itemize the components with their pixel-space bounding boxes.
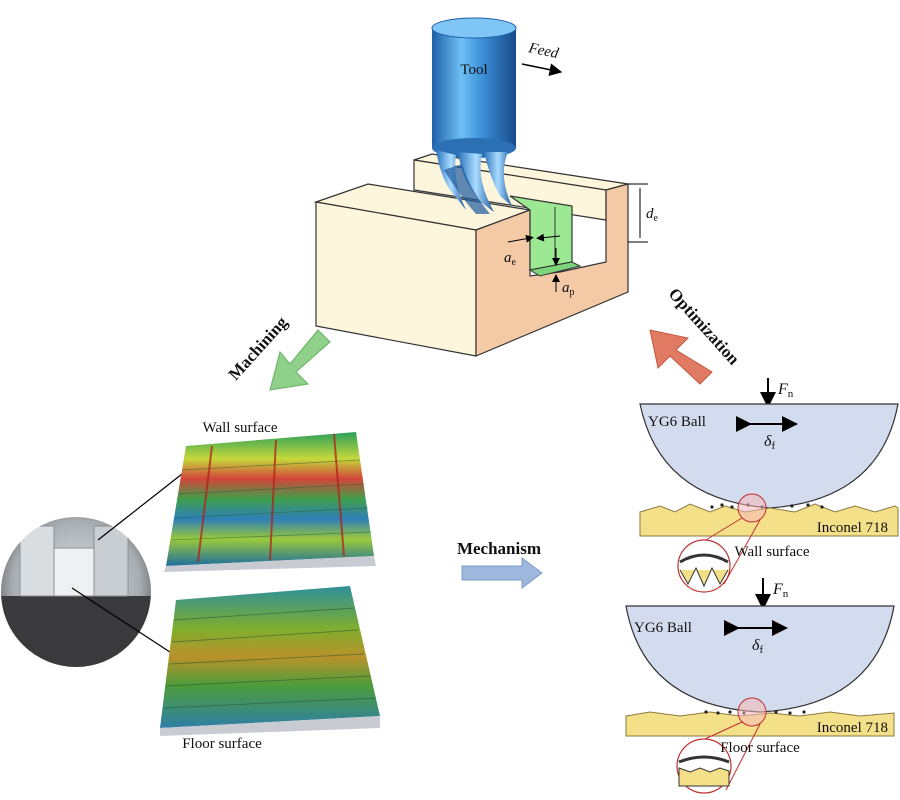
sample-rib-right	[93, 525, 129, 597]
svg-text:δf: δf	[752, 637, 763, 656]
floor-surface-label: Floor surface	[182, 736, 262, 752]
wall-surface-label-right: Wall surface	[735, 544, 810, 560]
end-mill-tool	[431, 17, 517, 214]
ae-arrow-right	[536, 233, 561, 242]
svg-text:Fn: Fn	[772, 581, 789, 600]
floor-surface-topography	[160, 586, 380, 736]
contact-zoom-source-top	[737, 493, 767, 523]
floor-surface-label-right: Floor surface	[720, 740, 800, 756]
optimization-arrow	[649, 329, 713, 385]
feed-arrow	[521, 63, 563, 76]
photo-border	[0, 515, 153, 669]
floor-leader-line	[71, 587, 177, 657]
optimization-flow: Optimization	[649, 284, 744, 385]
svg-text:ae: ae	[504, 250, 517, 268]
tool-flute-3	[484, 152, 512, 206]
mechanism-label: Mechanism	[457, 539, 541, 558]
tool-top	[431, 17, 517, 39]
ae-label: a	[504, 250, 512, 266]
width-ae-annotation: ae	[504, 233, 561, 268]
sliding-label-bottom: δ	[752, 637, 760, 654]
svg-text:Fn: Fn	[777, 381, 794, 400]
normal-force-subscript-top: n	[788, 388, 794, 400]
wall-leader-line	[97, 473, 183, 541]
feed-annotation: Feed	[521, 40, 563, 76]
tool-label: Tool	[460, 62, 487, 78]
normal-force-label-top: F	[777, 381, 788, 398]
ap-subscript: p	[570, 287, 575, 298]
mechanism-flow: Mechanism	[457, 539, 543, 589]
inconel-label-top: Inconel 718	[817, 520, 888, 536]
inconel-label-bottom: Inconel 718	[817, 720, 888, 736]
normal-force-subscript-bottom: n	[783, 588, 789, 600]
tribology-floor-panel: Fn YG6 Ball δf Inconel 718 Floor surface	[625, 578, 895, 794]
de-subscript: e	[654, 213, 659, 224]
tool-shank	[432, 28, 516, 148]
machining-arrow	[269, 329, 331, 391]
sliding-subscript-bottom: f	[759, 644, 763, 656]
tool-flute-2	[458, 152, 494, 212]
machining-flow: Machining	[225, 312, 331, 391]
ball-label-bottom: YG6 Ball	[634, 620, 692, 636]
ae-subscript: e	[512, 257, 517, 268]
ae-arrow-left	[507, 234, 534, 243]
wall-surface-label: Wall surface	[203, 420, 278, 436]
wall-surface-topography	[164, 432, 376, 572]
inconel-718-substrate-top	[639, 503, 899, 537]
depth-de-annotation: de	[628, 183, 659, 243]
contact-zoom-source-bottom	[737, 697, 767, 727]
wall-surface-map	[166, 432, 374, 566]
sample-slot	[53, 547, 95, 597]
sliding-subscript-top: f	[771, 440, 775, 452]
floor-surface-map	[160, 586, 380, 728]
tool-flute-shadow	[444, 164, 490, 214]
normal-force-label-bottom: F	[772, 581, 783, 598]
de-label: d	[646, 206, 654, 222]
ball-label-top: YG6 Ball	[648, 414, 706, 430]
svg-text:ap: ap	[562, 280, 575, 298]
depth-ap-annotation: ap	[552, 248, 575, 298]
svg-text:de: de	[646, 206, 659, 224]
feed-label: Feed	[526, 40, 560, 62]
sample-photo	[0, 473, 183, 669]
svg-text:δf: δf	[764, 433, 775, 452]
ap-label: a	[562, 280, 570, 296]
sliding-label-top: δ	[764, 433, 772, 450]
mechanism-arrow	[461, 557, 543, 589]
tribology-wall-panel: Fn YG6 Ball δf Inconel 718 Wall surface	[639, 378, 899, 593]
